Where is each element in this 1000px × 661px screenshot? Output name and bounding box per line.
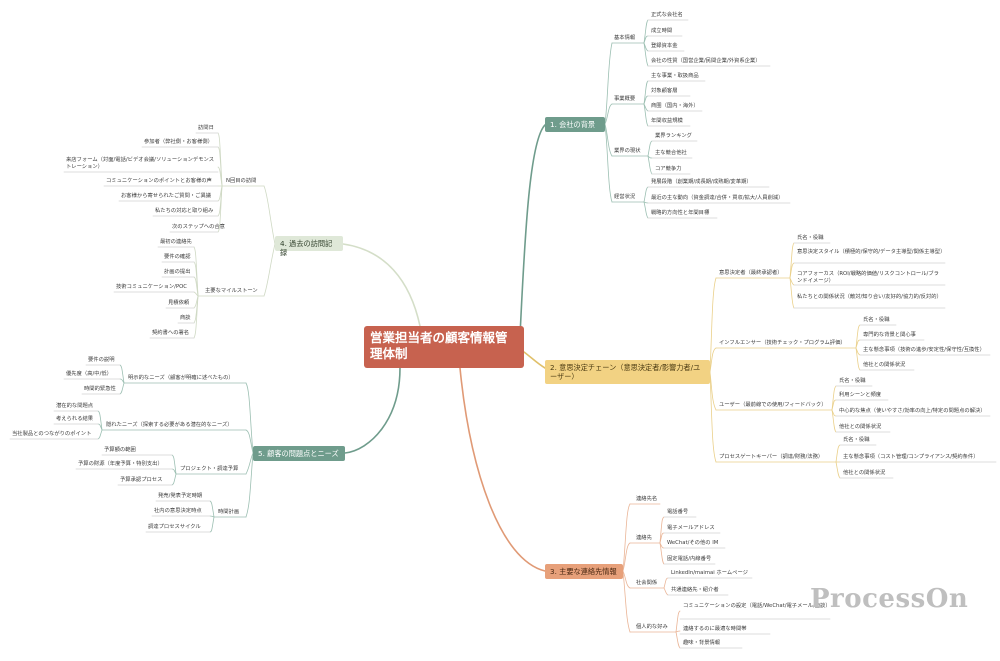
leaf-node[interactable]: 成立時間 [651,28,673,34]
leaf-node[interactable]: 考えられる結果 [56,416,94,422]
leaf-node[interactable]: 氏名・役職 [843,437,870,443]
topic-social-relations[interactable]: 社会関係 [636,580,658,586]
leaf-node[interactable]: 私たちとの関係状況（敵対/知り合い/友好的/協力的/反対的） [797,294,942,300]
topic-nth-visit[interactable]: N回目の訪問 [226,178,257,184]
leaf-node[interactable]: 業界ランキング [655,133,692,139]
leaf-node[interactable]: 中心的な焦点（使いやすさ/効率の向上/特定の問題点の解決） [839,408,986,414]
leaf-node[interactable]: 主な懸念事項（技術の進歩/安定性/保守性/互換性） [863,347,985,353]
leaf-node[interactable]: 商談 [180,315,191,321]
leaf-node[interactable]: 当社製品とのつながりのポイント [12,431,92,437]
topic-personal-preferences[interactable]: 個人的な好み [636,624,668,630]
topic-influencer[interactable]: インフルエンサー（技術チェック・プログラム評価） [719,340,846,346]
leaf-node[interactable]: 社内の意思決定時点 [154,508,202,514]
topic-management-status[interactable]: 経営状況 [614,194,636,200]
leaf-node[interactable]: 登録資本金 [651,43,678,49]
leaf-node[interactable]: 主な懸念事項（コスト管理/コンプライアンス/契約条件） [843,454,979,460]
leaf-node[interactable]: WeChat/その他の IM [667,540,719,546]
leaf-node[interactable]: 趣味・背景情報 [683,640,721,646]
topic-timeline[interactable]: 時間計画 [218,509,240,515]
leaf-node[interactable]: 専門的な背景と関心事 [863,332,916,338]
leaf-node[interactable]: 訪問日 [198,125,214,131]
leaf-node[interactable]: 次のステップへの合意 [172,224,225,230]
leaf-node[interactable]: 氏名・役職 [839,378,866,384]
leaf-node[interactable]: 調達プロセスサイクル [148,524,201,530]
leaf-node[interactable]: 発展段階（創業期/成長期/成熟期/変革期） [651,179,752,185]
connector-root-b1 [519,124,546,337]
topic-milestones[interactable]: 主要なマイルストーン [205,288,258,294]
leaf-node[interactable]: 要件の確認 [164,254,191,260]
leaf-node[interactable]: 他社との関係状況 [843,470,886,476]
branch-decision-chain[interactable]: 2. 意思決定チェーン（意思決定者/影響力者/ユーザー） [545,360,710,384]
leaf-node[interactable]: 予算額の範囲 [104,447,136,453]
leaf-node[interactable]: 技術コミュニケーション/POC [116,284,188,290]
connector-root-b3 [459,367,546,572]
connector-root-b5 [344,367,401,454]
topic-business-overview[interactable]: 事業概要 [614,96,636,102]
topic-contact-name[interactable]: 連絡先名 [636,496,658,502]
leaf-node[interactable]: 最初の連絡先 [160,239,192,245]
branch-visit-history[interactable]: 4. 過去の訪問記録 [275,236,343,257]
leaf-node[interactable]: 主な競合他社 [655,150,687,156]
leaf-node[interactable]: 予算承認プロセス [120,477,163,483]
leaf-node[interactable]: 固定電話/内線番号 [667,556,712,562]
branch-company-background[interactable]: 1. 会社の背景 [545,117,605,132]
leaf-node[interactable]: 共通連絡先・紹介者 [671,587,719,593]
leaf-node[interactable]: 氏名・役職 [863,317,890,323]
leaf-node[interactable]: 対象顧客層 [651,88,678,94]
leaf-node[interactable]: 予算の財源（年度予算・特別支出） [78,461,163,467]
leaf-node[interactable]: 時間的緊急性 [84,386,116,392]
topic-industry-status[interactable]: 業界の現状 [614,148,641,154]
leaf-node[interactable]: 来店フォーム（対面/電話/ビデオ会議/ソリューションデモンストレーション） [66,157,215,170]
leaf-node[interactable]: 年間収益規模 [651,118,683,124]
leaf-node[interactable]: 最近の主な動向（資金調達/合併・買収/拡大/人員削減） [651,195,784,201]
topic-explicit-needs[interactable]: 明示的なニーズ（顧客が明確に述べたもの） [128,375,234,381]
leaf-node[interactable]: お客様から寄せられたご質問・ご異議 [121,193,212,199]
connector-root-b2 [523,351,546,369]
leaf-node[interactable]: 戦略的方向性と年間目標 [651,210,710,216]
leaf-node[interactable]: 計画の提出 [164,269,191,275]
topic-user[interactable]: ユーザー（最前線での使用/フィードバック） [719,402,827,408]
leaf-node[interactable]: 主な事業・取扱商品 [651,73,699,79]
leaf-node[interactable]: 氏名・役職 [797,235,824,241]
branch-customer-needs[interactable]: 5. 顧客の問題点とニーズ [253,446,345,461]
leaf-node[interactable]: 商圏（国内・海外） [651,103,699,109]
connector-root-b4 [342,243,421,327]
leaf-node[interactable]: 私たちの対応と取り組み [155,208,214,214]
leaf-node[interactable]: 正式な会社名 [651,12,683,18]
topic-contact[interactable]: 連絡先 [636,535,652,541]
leaf-node[interactable]: 意思決定スタイル（積極的/保守的/データ主導型/関係主導型） [797,249,946,255]
leaf-node[interactable]: 連絡するのに最適な時間帯 [683,626,747,632]
topic-hidden-needs[interactable]: 隠れたニーズ（探索する必要がある潜在的なニーズ） [106,422,233,428]
leaf-node[interactable]: 潜在的な問題点 [56,403,94,409]
leaf-node[interactable]: コア競争力 [655,166,682,172]
leaf-node[interactable]: 電話番号 [667,509,689,515]
leaf-node[interactable]: 優先度（高/中/低） [66,371,112,377]
leaf-node[interactable]: コミュニケーションの設定（電話/WeChat/電子メール/面談） [683,603,831,609]
leaf-node[interactable]: 参加者（弊社側・お客様側） [144,139,213,145]
leaf-node[interactable]: 他社との関係状況 [839,424,882,430]
leaf-node[interactable]: 契約書への署名 [152,330,190,336]
root-node-title[interactable]: 営業担当者の顧客情報管理体制 [364,326,524,368]
processon-watermark: ProcessOn [810,584,969,614]
topic-gatekeeper[interactable]: プロセスゲートキーパー（調達/財務/法務） [719,454,824,460]
leaf-node[interactable]: 見積依頼 [168,300,190,306]
topic-decision-maker[interactable]: 意思決定者（最終承認者） [719,270,783,276]
leaf-node[interactable]: 利用シーンと頻度 [839,392,882,398]
branch-key-contacts[interactable]: 3. 主要な連絡先情報 [545,564,623,579]
leaf-node[interactable]: コミュニケーションのポイントとお客様の声 [106,178,212,184]
topic-project-budget[interactable]: プロジェクト・調達予算 [180,466,239,472]
topic-basic-info[interactable]: 基本情報 [614,35,636,41]
leaf-node[interactable]: 発売/発表予定時期 [158,493,203,499]
leaf-node[interactable]: 電子メールアドレス [667,525,715,531]
leaf-node[interactable]: LinkedIn/maimai ホームページ [671,570,748,576]
leaf-node[interactable]: 要件の説明 [88,357,115,363]
leaf-node[interactable]: コアフォーカス（ROI/戦略的価値/リスクコントロール/ブランドイメージ） [797,271,939,284]
leaf-node[interactable]: 他社との関係状況 [863,362,906,368]
leaf-node[interactable]: 会社の性質（国営企業/民間企業/外資系企業） [651,58,761,64]
